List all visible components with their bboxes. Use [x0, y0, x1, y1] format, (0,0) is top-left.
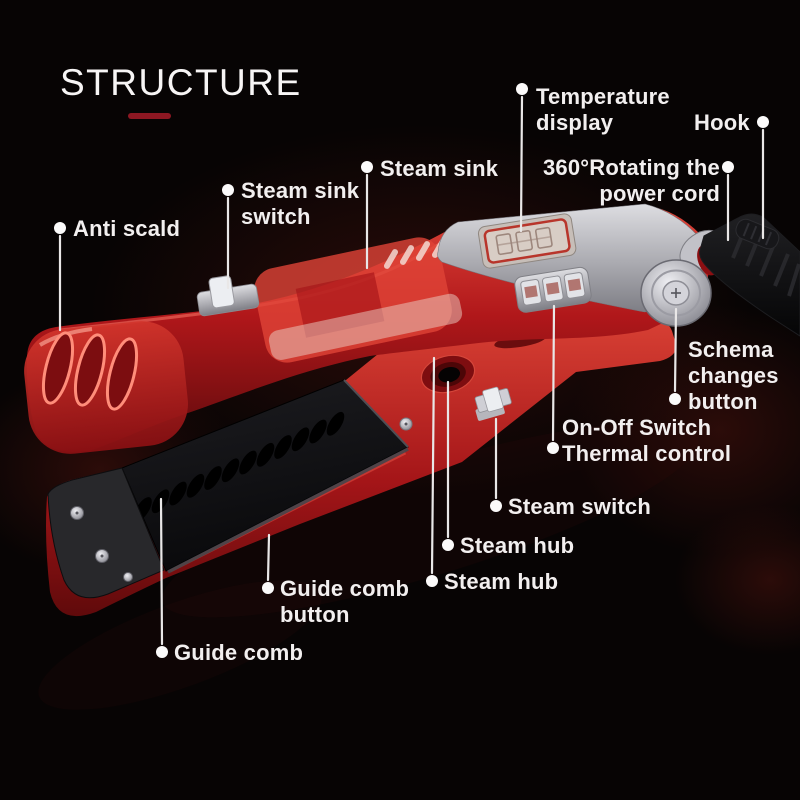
callout-temperature-display: Temperature display — [536, 84, 670, 136]
screw-center — [404, 422, 408, 426]
steam-switch-dot — [490, 500, 502, 512]
callout-line: power cord — [599, 181, 720, 206]
top-arm — [24, 203, 800, 454]
callout-guide-comb-button: Guide comb button — [280, 576, 409, 628]
guide-comb-holes — [134, 411, 345, 521]
callout-steam-switch: Steam switch — [508, 494, 651, 520]
callout-anti-scald: Anti scald — [73, 216, 180, 242]
steam-hub-lower-dot — [426, 575, 438, 587]
callout-on-off-switch: On-Off Switch Thermal control — [562, 415, 731, 467]
page-title: STRUCTURE — [60, 62, 302, 103]
callout-line: switch — [241, 204, 311, 229]
callout-steam-hub-upper: Steam hub — [460, 533, 574, 559]
callout-line: 360°Rotating the — [542, 155, 720, 180]
anti-scald-dot — [54, 222, 66, 234]
callout-line: Steam hub — [444, 569, 559, 594]
schema-changes-leader-line — [673, 307, 678, 393]
callout-steam-sink: Steam sink — [380, 156, 498, 182]
callout-line: Steam switch — [508, 494, 652, 519]
callout-line: Schema — [688, 337, 774, 362]
callout-line: Steam sink — [241, 178, 360, 203]
steam-switch-slider — [474, 386, 512, 421]
callout-steam-sink-switch: Steam sink switch — [241, 178, 359, 230]
steam-sink-window — [254, 237, 463, 363]
hook-dot — [757, 116, 769, 128]
temperature-display — [477, 213, 577, 269]
callout-rotating-power-cord: 360°Rotating the power cord — [540, 155, 720, 207]
callout-line: Anti scald — [73, 216, 181, 241]
callout-line: Steam hub — [460, 533, 575, 558]
on-off-leader-line — [551, 304, 556, 442]
callout-line: Temperature — [536, 84, 670, 109]
callout-guide-comb: Guide comb — [174, 640, 303, 666]
guide-comb-button-dot — [262, 582, 274, 594]
steam-sink-dot — [361, 161, 373, 173]
leader-lines — [54, 83, 769, 658]
steam-hub-upper-dot — [442, 539, 454, 551]
callout-line: button — [280, 602, 350, 627]
callout-line: Guide comb — [280, 576, 410, 601]
callout-steam-hub-lower: Steam hub — [444, 569, 558, 595]
callout-line: Hook — [694, 110, 750, 135]
callout-hook: Hook — [694, 110, 750, 136]
callout-line: Steam sink — [380, 156, 499, 181]
callout-line: changes — [688, 363, 779, 388]
anti-scald-tip — [24, 321, 188, 454]
guide-comb-leader-line — [159, 497, 164, 646]
temperature-display-leader-line — [519, 95, 524, 233]
power-cord — [699, 213, 800, 337]
comb-plate — [121, 379, 409, 574]
guide-comb-dot — [156, 646, 168, 658]
title-underline — [128, 113, 171, 119]
callout-line: display — [536, 110, 614, 135]
steam-hub-lower-leader-line — [430, 356, 436, 575]
rotating-cord-dot — [722, 161, 734, 173]
plate-end-cap — [47, 467, 165, 599]
callout-line: Guide comb — [174, 640, 304, 665]
control-buttons — [514, 266, 592, 313]
callout-schema-changes-button: Schema changes button — [688, 337, 779, 415]
callout-line: Thermal control — [562, 441, 732, 466]
callout-line: On-Off Switch — [562, 415, 712, 440]
guide-comb-button-leader-line — [266, 533, 271, 582]
temperature-display-dot — [516, 83, 528, 95]
screw — [123, 572, 133, 582]
on-off-dot — [547, 442, 559, 454]
steam-sink-switch-dot — [222, 184, 234, 196]
callout-line: button — [688, 389, 758, 414]
schema-changes-dot — [669, 393, 681, 405]
display-digits — [495, 226, 553, 256]
